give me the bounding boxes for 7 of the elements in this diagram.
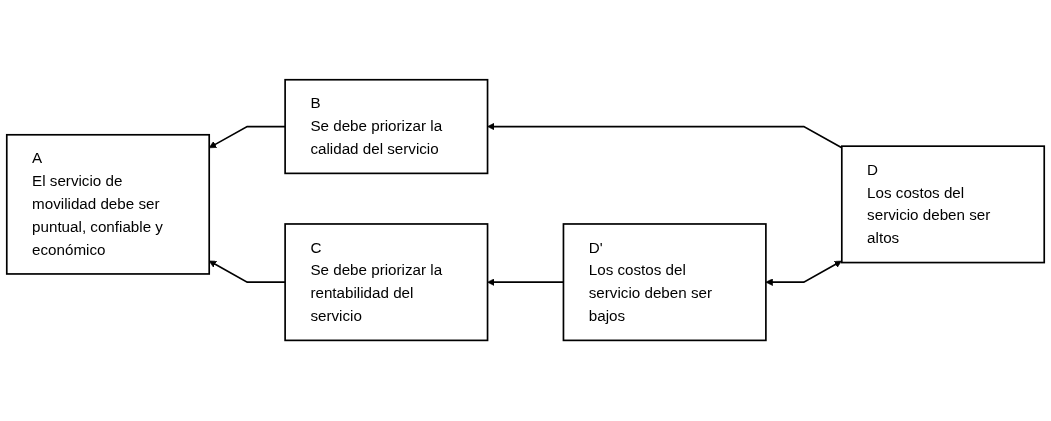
node-box: B Se debe priorizar la calidad del servicio [284,79,489,175]
node-box: A El servicio de movilidad debe ser puntual, confiable y económico [5,134,211,276]
node-box: C Se debe priorizar la rentabilidad del servicio [284,223,489,342]
arrow [487,123,843,150]
node-box: D' Los costos del servicio deben ser bajos [562,223,767,342]
arrow [765,261,842,287]
node-box: D Los costos del servicio deben ser altos [840,145,1046,264]
